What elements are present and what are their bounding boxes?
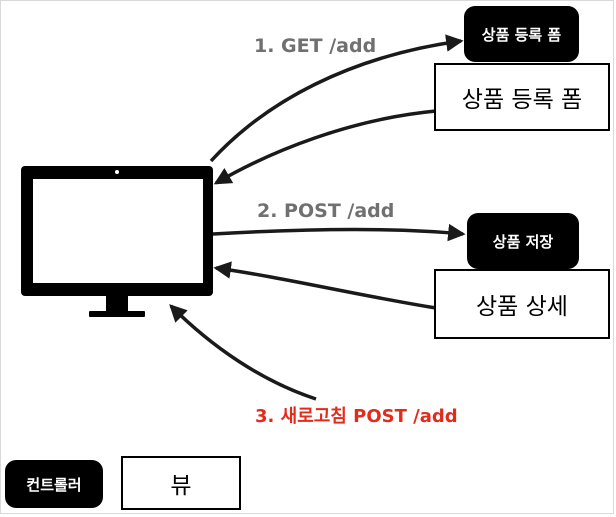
legend-view-box: 뷰 [121,456,241,510]
form-controller-box: 상품 등록 폼 [464,6,579,62]
post-request-arrow [212,223,466,242]
save-controller-box: 상품 저장 [467,213,579,269]
step1-label: 1. GET /add [254,35,377,57]
form-response-arrow [213,109,437,185]
desktop-monitor-icon [21,166,213,317]
refresh-post-arrow [169,304,317,401]
legend-controller-box: 컨트롤러 [5,460,103,508]
step3-label: 3. 새로고침 POST /add [255,406,458,427]
detail-response-arrow [213,261,437,310]
get-request-arrow [209,34,464,163]
detail-view-box: 상품 상세 [434,269,610,339]
step2-label: 2. POST /add [257,200,395,222]
form-view-box: 상품 등록 폼 [434,63,610,131]
